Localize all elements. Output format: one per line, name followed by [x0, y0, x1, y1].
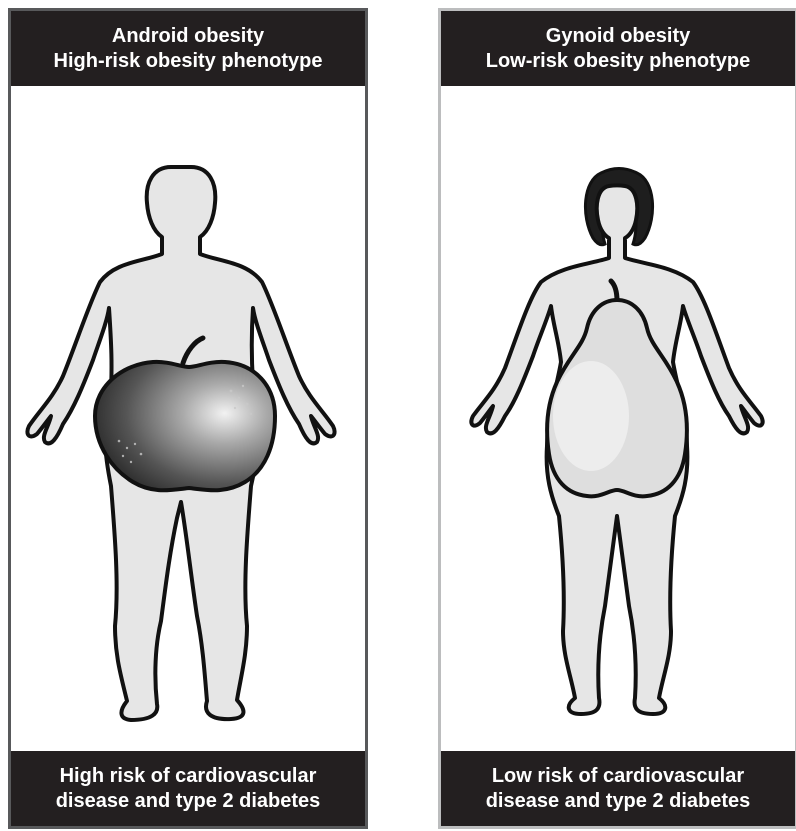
gynoid-risk-line-1: Low risk of cardiovascular: [492, 764, 744, 789]
android-risk-line-1: High risk of cardiovascular: [60, 764, 317, 789]
gynoid-obesity-panel: Gynoid obesity Low-risk obesity phenotyp…: [438, 8, 796, 829]
gynoid-header: Gynoid obesity Low-risk obesity phenotyp…: [441, 11, 795, 86]
gynoid-footer: Low risk of cardiovascular disease and t…: [441, 751, 795, 826]
android-footer: High risk of cardiovascular disease and …: [11, 751, 365, 826]
android-header: Android obesity High-risk obesity phenot…: [11, 11, 365, 86]
gynoid-title: Gynoid obesity: [546, 24, 690, 49]
android-subtitle: High-risk obesity phenotype: [54, 49, 323, 74]
gynoid-subtitle: Low-risk obesity phenotype: [486, 49, 750, 74]
gynoid-figure: [441, 86, 795, 751]
android-figure: [11, 86, 365, 751]
android-title: Android obesity: [112, 24, 264, 49]
android-risk-line-2: disease and type 2 diabetes: [56, 789, 321, 814]
android-obesity-panel: Android obesity High-risk obesity phenot…: [8, 8, 368, 829]
gynoid-risk-line-2: disease and type 2 diabetes: [486, 789, 751, 814]
